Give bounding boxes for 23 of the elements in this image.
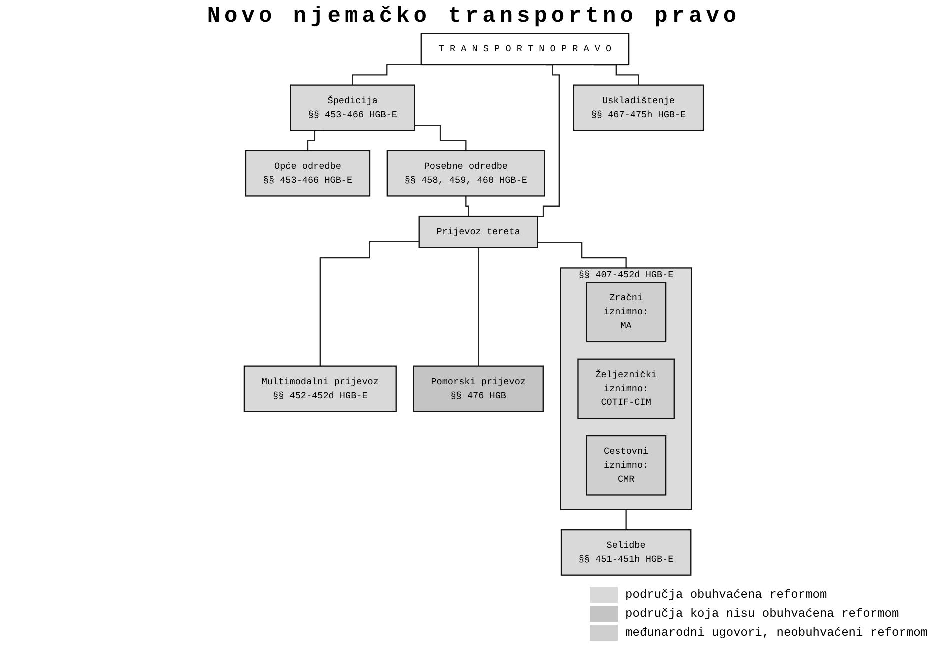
node-box: Uskladištenje §§ 467-475h HGB-E <box>573 84 704 132</box>
connector <box>352 64 422 86</box>
node-box: Selidbe §§ 451-451h HGB-E <box>560 529 692 576</box>
connector <box>320 241 420 367</box>
connector <box>626 509 627 531</box>
legend-text: područja koja nisu obuhvaćena reformom <box>626 607 900 621</box>
node-box: T R A N S P O R T N O P R A V O <box>420 33 630 66</box>
connector <box>466 196 472 218</box>
legend-text: međunarodni ugovori, neobuhvaćeni reformom <box>626 626 928 640</box>
node-box: Multimodalni prijevoz §§ 452-452d HGB-E <box>244 366 397 412</box>
node-box: Opće odredbe §§ 453-466 HGB-E <box>245 150 371 197</box>
diagram-title: Novo njemačko transportno pravo <box>206 4 742 29</box>
node-box: Špedicija §§ 453-466 HGB-E <box>290 84 416 132</box>
node-box: Prijevoz tereta <box>418 216 538 248</box>
node-box: Željeznički iznimno: COTIF-CIM <box>578 358 675 420</box>
node-box: Zračni iznimno: MA <box>586 282 667 343</box>
node-box: Cestovni iznimno: CMR <box>586 435 667 496</box>
connector <box>478 247 480 367</box>
node-box: Posebne odredbe §§ 458, 459, 460 HGB-E <box>386 150 546 197</box>
connector <box>414 125 467 152</box>
connector <box>538 242 627 269</box>
node-box: Pomorski prijevoz §§ 476 HGB <box>413 366 544 412</box>
legend-text: područja obuhvaćena reformom <box>626 588 828 602</box>
